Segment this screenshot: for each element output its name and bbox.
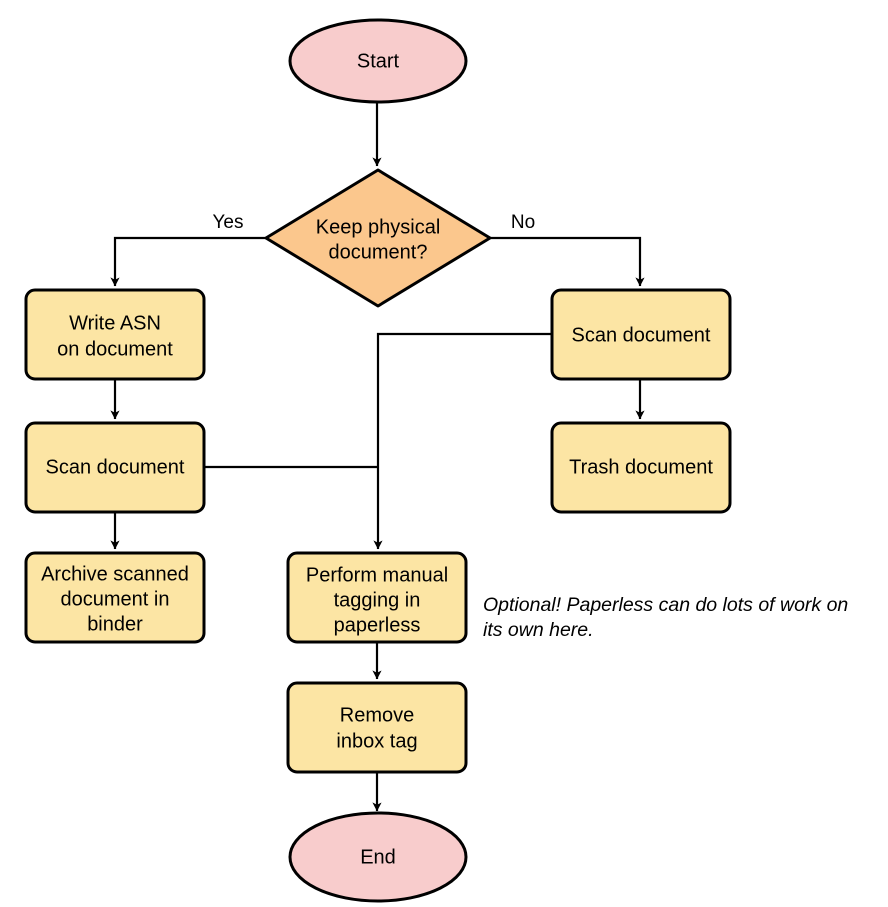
tagging-label-line3: paperless [334, 614, 421, 636]
node-decision-keep-physical-document[interactable]: Keep physical document? [264, 168, 492, 308]
start-ellipse-shape [288, 18, 468, 104]
remove-inbox-label-line2: inbox tag [336, 730, 417, 752]
scan-document-left-label: Scan document [46, 456, 185, 478]
write-asn-label-line1: Write ASN [69, 312, 161, 334]
remove-inbox-label-line1: Remove [340, 704, 414, 726]
tagging-box-shape [286, 551, 468, 644]
node-trash-document[interactable]: Trash document [550, 421, 732, 514]
archive-label-line3: binder [87, 613, 143, 635]
node-start[interactable]: Start [288, 18, 468, 104]
scan-document-left-box-shape [24, 421, 206, 514]
archive-label-line2: document in [61, 588, 170, 610]
node-remove-inbox-tag[interactable]: Remove inbox tag [286, 681, 468, 774]
edges-layer [110, 102, 645, 812]
archive-box-shape [24, 551, 206, 644]
tagging-label-line2: tagging in [334, 589, 421, 611]
edge-scan-right-to-tagging [373, 332, 552, 550]
note-optional-paperless: Optional! Paperless can do lots of work … [483, 594, 848, 641]
note-line1: Optional! Paperless can do lots of work … [483, 594, 848, 616]
trash-document-box-shape [550, 421, 732, 514]
tagging-label-line1: Perform manual [306, 564, 448, 586]
edge-labels-layer: Yes No [213, 212, 536, 233]
scan-document-right-box-shape [550, 288, 732, 381]
remove-inbox-box-shape [286, 681, 468, 774]
scan-document-right-label: Scan document [572, 324, 711, 346]
node-perform-manual-tagging[interactable]: Perform manual tagging in paperless [286, 551, 468, 644]
node-scan-document-left[interactable]: Scan document [24, 421, 206, 514]
write-asn-box-shape [24, 288, 206, 381]
edge-decision-to-scan-right [490, 236, 645, 287]
node-write-asn-on-document[interactable]: Write ASN on document [24, 288, 206, 381]
write-asn-label-line2: on document [57, 338, 173, 360]
node-end[interactable]: End [288, 811, 468, 903]
end-ellipse-shape [288, 811, 468, 903]
decision-label-line2: document? [329, 241, 428, 263]
start-label: Start [357, 50, 400, 72]
archive-label-line1: Archive scanned [41, 563, 189, 585]
edge-decision-to-write-asn [110, 236, 266, 287]
decision-diamond-shape [264, 168, 492, 308]
decision-label-line1: Keep physical [316, 216, 441, 238]
edge-label-yes: Yes [213, 212, 244, 233]
end-label: End [360, 846, 396, 868]
node-archive-scanned-document[interactable]: Archive scanned document in binder [24, 551, 206, 644]
trash-document-label: Trash document [569, 456, 713, 478]
note-line2: its own here. [483, 619, 594, 641]
edge-label-no: No [511, 212, 535, 233]
node-scan-document-right[interactable]: Scan document [550, 288, 732, 381]
